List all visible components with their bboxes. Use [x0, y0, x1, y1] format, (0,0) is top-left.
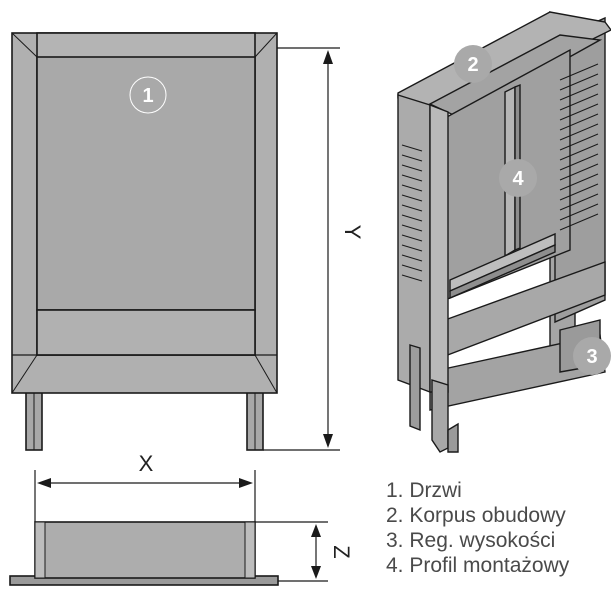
vent-slots-left	[401, 144, 423, 282]
top-view	[9, 521, 279, 586]
legend-item-housing: 2. Korpus obudowy	[386, 504, 566, 527]
svg-text:4: 4	[512, 168, 524, 190]
legend-item-door: 1. Drzwi	[386, 479, 462, 502]
vent-slots-right	[559, 63, 599, 231]
dimension-x-label: X	[139, 451, 154, 476]
badge-2: 2	[454, 45, 492, 83]
badge-1: 1	[129, 76, 167, 114]
dimension-y	[263, 47, 340, 451]
legend-item-mounting-profile: 4. Profil montażowy	[386, 554, 570, 577]
svg-text:1: 1	[142, 85, 153, 107]
badge-3: 3	[573, 337, 611, 375]
legend: 1. Drzwi 2. Korpus obudowy 3. Reg. wysok…	[386, 478, 569, 578]
dimension-z-label: Z	[329, 545, 354, 558]
badge-4: 4	[499, 159, 537, 197]
svg-text:3: 3	[586, 346, 597, 368]
iso-view	[397, 10, 611, 453]
top-view-body	[34, 521, 256, 579]
svg-text:2: 2	[467, 54, 478, 76]
legend-item-height-adjustment: 3. Reg. wysokości	[386, 529, 556, 552]
dimension-z	[255, 521, 328, 582]
dimension-x	[34, 470, 256, 522]
dimension-y-label: Y	[340, 225, 365, 240]
